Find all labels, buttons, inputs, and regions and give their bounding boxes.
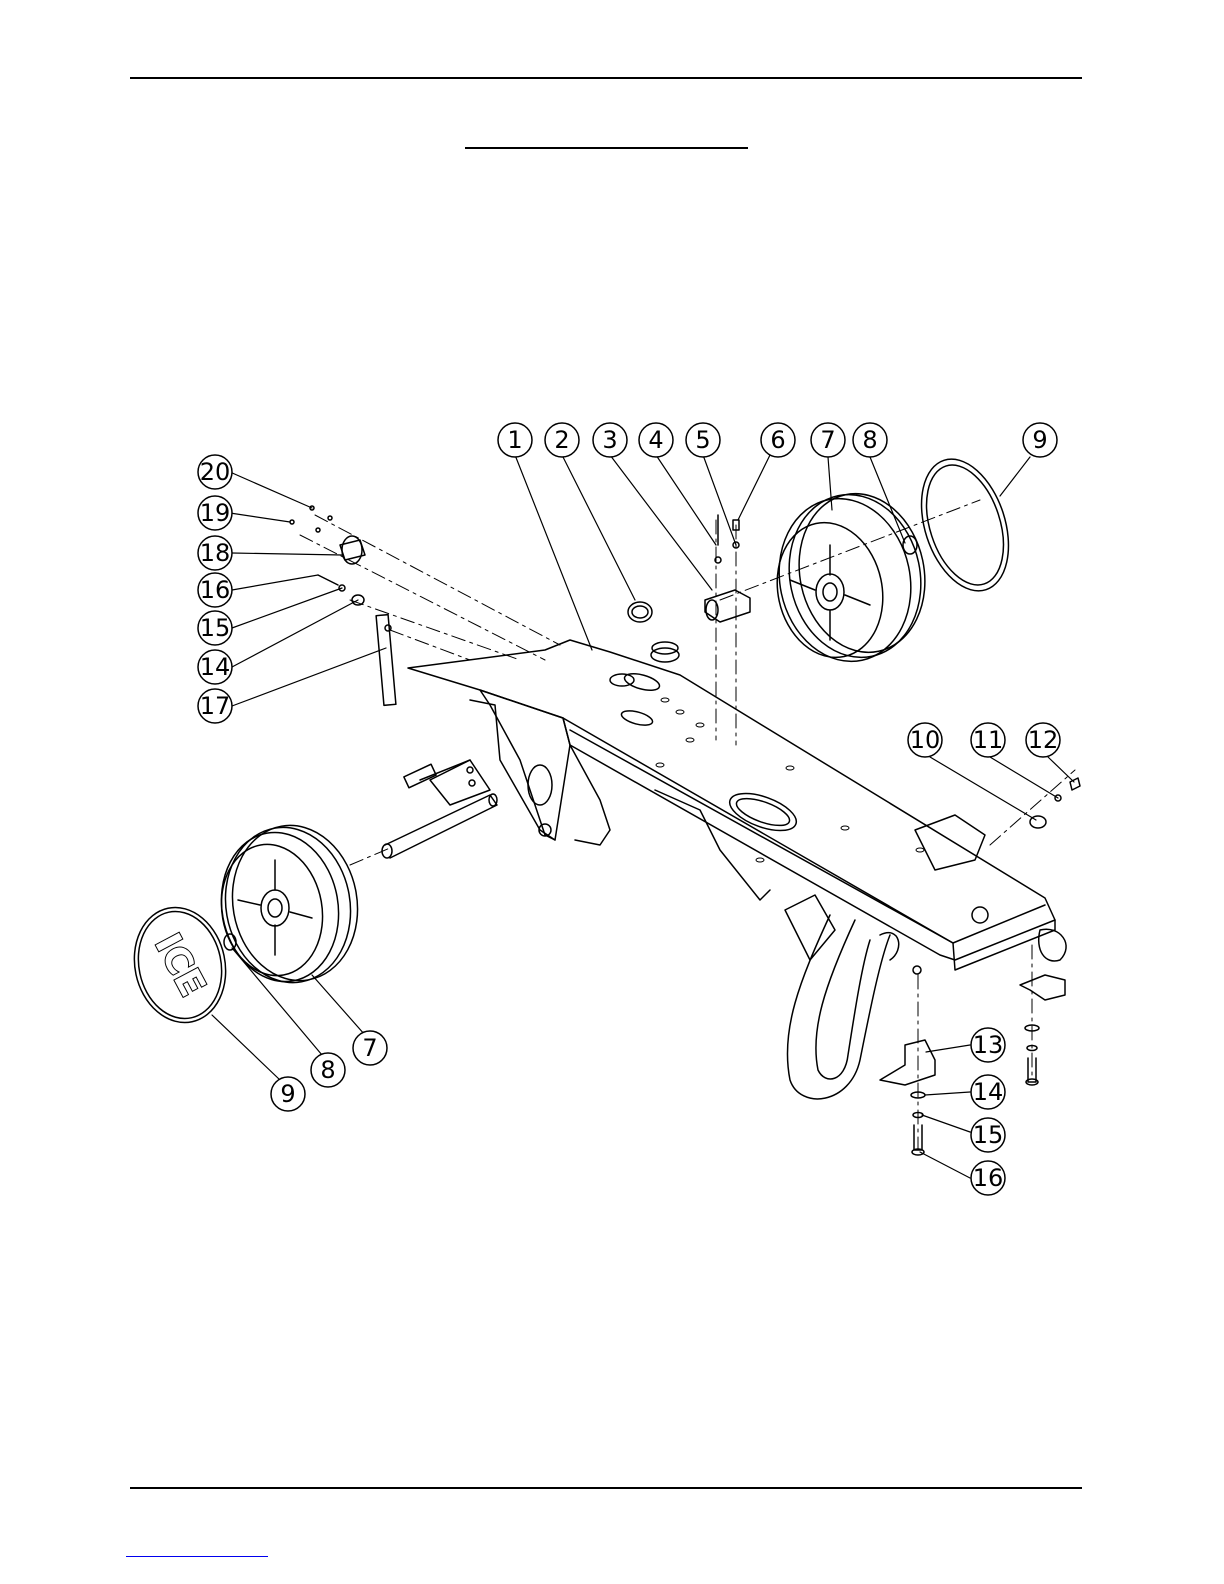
callout-label: 9 [1032,426,1047,454]
frame-slots [656,698,924,862]
callout-c13: 13 [971,1028,1005,1062]
left-wheel [210,815,370,992]
callout-label: 5 [695,426,710,454]
callout-c8b: 8 [311,1053,345,1087]
callout-c15b: 15 [971,1118,1005,1152]
top-hardware [610,515,750,686]
ice-logo: ICE [146,927,212,1003]
axle-stub [382,794,497,858]
right-wheel [764,482,939,674]
callout-c18: 18 [198,536,232,570]
callout-label: 13 [973,1031,1004,1059]
callout-label: 7 [362,1034,377,1062]
frame-chassis [404,640,1055,974]
left-hardware [290,506,396,705]
assembly-axis-lines [300,500,1075,1150]
callout-c20: 20 [198,455,232,489]
callout-c6: 6 [761,423,795,457]
callout-c9a: 9 [1023,423,1057,457]
callout-c14b: 14 [971,1075,1005,1109]
callout-label: 14 [200,653,231,681]
callout-label: 17 [200,692,231,720]
callout-label: 9 [280,1080,295,1108]
callout-c4: 4 [639,423,673,457]
callout-label: 10 [910,726,941,754]
callout-c9b: 9 [271,1077,305,1111]
callout-label: 4 [648,426,663,454]
callout-label: 3 [602,426,617,454]
callout-c7a: 7 [811,423,845,457]
callout-c3: 3 [593,423,627,457]
callout-c15a: 15 [198,611,232,645]
callout-c11: 11 [971,723,1005,757]
callout-label: 18 [200,539,231,567]
callout-label: 14 [973,1078,1004,1106]
callout-c8a: 8 [853,423,887,457]
callout-c16b: 16 [971,1161,1005,1195]
callout-c7b: 7 [353,1031,387,1065]
callout-label: 8 [862,426,877,454]
callout-label: 15 [200,614,231,642]
callout-c2: 2 [545,423,579,457]
callout-label: 8 [320,1056,335,1084]
callout-c12: 12 [1026,723,1060,757]
callout-label: 19 [200,499,231,527]
callout-label: 11 [973,726,1004,754]
callout-label: 15 [973,1121,1004,1149]
callout-label: 6 [770,426,785,454]
callout-label: 20 [200,458,231,486]
callout-c19: 19 [198,496,232,530]
callout-c5: 5 [686,423,720,457]
callout-label: 16 [973,1164,1004,1192]
callout-label: 2 [554,426,569,454]
callout-label: 16 [200,576,231,604]
callout-label: 12 [1028,726,1059,754]
callout-c14a: 14 [198,650,232,684]
callout-c17: 17 [198,689,232,723]
ice-logo-text: ICE [146,927,212,1003]
callout-c1: 1 [498,423,532,457]
handle-tube [785,815,1066,1099]
callout-label: 1 [507,426,522,454]
callout-c10: 10 [908,723,942,757]
callout-label: 7 [820,426,835,454]
callout-c16a: 16 [198,573,232,607]
